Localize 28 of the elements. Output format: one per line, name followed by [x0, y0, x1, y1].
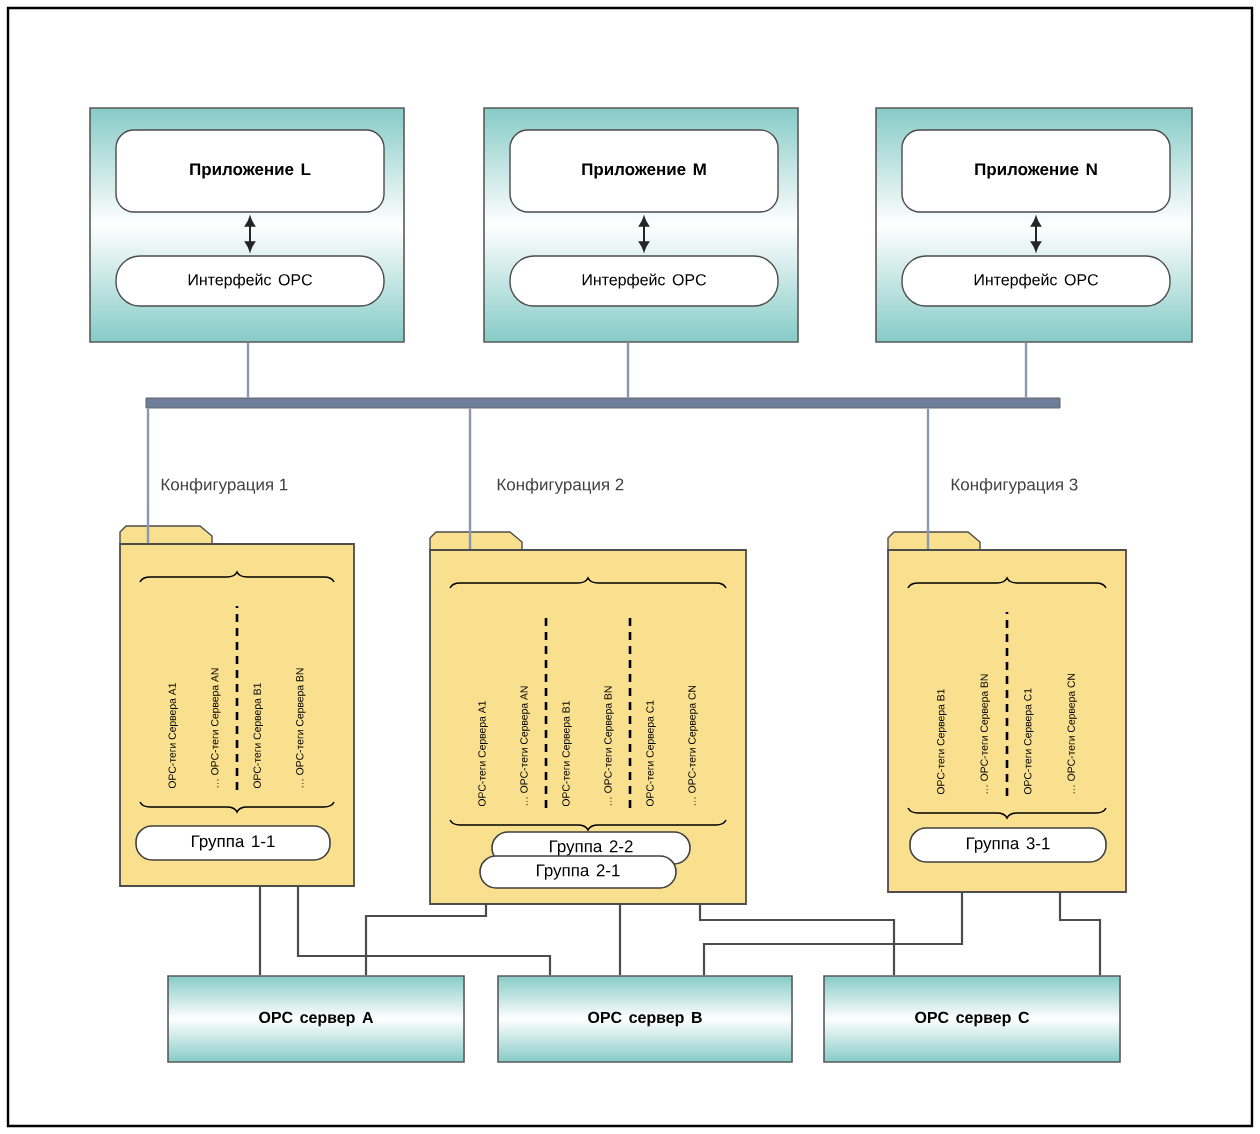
group-label: Группа 2-1 — [479, 855, 677, 889]
connector-line — [702, 892, 964, 976]
group-label: Группа 1-1 — [135, 825, 331, 861]
configuration-label: Конфигурация 1 — [161, 478, 288, 494]
connector-line — [146, 408, 150, 544]
application-label: Приложение L — [115, 129, 385, 213]
connector-line — [258, 886, 262, 976]
arrow — [245, 216, 255, 252]
connector-line — [1024, 342, 1028, 398]
connector-line — [618, 904, 622, 976]
application-label: Приложение N — [901, 129, 1171, 213]
configuration-label: Конфигурация 3 — [951, 478, 1078, 494]
configuration-label: Конфигурация 2 — [497, 478, 624, 494]
application-label: Приложение M — [509, 129, 779, 213]
connector-line — [468, 408, 472, 550]
connector-line — [246, 342, 250, 398]
folder — [119, 525, 355, 887]
connector-line — [626, 342, 630, 398]
folder — [887, 531, 1127, 893]
arrow — [1031, 216, 1041, 252]
connector-line — [698, 904, 896, 976]
connector-line — [1058, 892, 1102, 976]
connector-line — [364, 904, 488, 976]
group-label: Группа 3-1 — [909, 827, 1107, 863]
arrow — [639, 216, 649, 252]
connector-line — [926, 408, 930, 550]
bus-bar — [145, 397, 1061, 409]
connector-line — [296, 886, 552, 976]
